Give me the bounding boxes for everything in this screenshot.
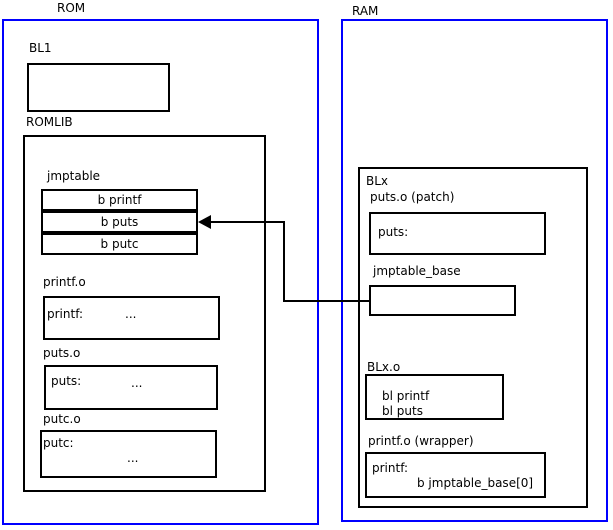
ram-region-label: RAM (352, 4, 379, 18)
jmptable-label: jmptable (47, 169, 101, 183)
puts-o-label: puts.o (43, 346, 81, 360)
jmptable-box: b printf b puts b putc (41, 189, 198, 255)
putc-symbol: putc: (43, 436, 74, 450)
jmptable-entry-puts: b puts (41, 211, 198, 233)
putc-body-ellipsis: ... (127, 451, 139, 465)
puts-patch-label: puts.o (patch) (370, 190, 455, 204)
bl1-label: BL1 (29, 41, 52, 55)
puts-o-box: puts: ... (44, 365, 218, 410)
blx-o-instruction-1: bl printf (382, 389, 430, 403)
printf-o-box: printf: ... (43, 296, 220, 340)
printf-symbol: printf: (47, 307, 84, 321)
printf-wrapper-box: printf: b jmptable_base[0] (365, 452, 546, 498)
puts-body-ellipsis: ... (131, 376, 143, 390)
jmptable-entry-printf: b printf (41, 189, 198, 211)
bl1-box (27, 63, 170, 112)
blx-o-instruction-2: bl puts (382, 404, 423, 418)
blx-o-box: bl printf bl puts (365, 374, 504, 420)
puts-patch-box: puts: (369, 212, 546, 255)
ram-region-frame: BLx puts.o (patch) puts: jmptable_base B… (341, 19, 608, 522)
printf-wrapper-body: b jmptable_base[0] (417, 476, 534, 490)
puts-symbol: puts: (51, 374, 82, 388)
printf-wrapper-symbol: printf: (372, 461, 409, 475)
romlib-box: jmptable b printf b puts b putc printf.o… (23, 135, 266, 492)
jmptable-base-box (369, 285, 516, 316)
putc-o-box: putc: ... (40, 430, 217, 478)
putc-o-label: putc.o (43, 412, 81, 426)
blx-o-label: BLx.o (367, 360, 401, 374)
printf-body-ellipsis: ... (125, 307, 137, 321)
rom-region-label: ROM (57, 1, 86, 15)
jmptable-base-label: jmptable_base (373, 264, 461, 278)
puts-patch-symbol: puts: (378, 225, 409, 239)
printf-o-label: printf.o (43, 275, 86, 289)
jmptable-entry-putc: b putc (41, 233, 198, 255)
blx-box: BLx puts.o (patch) puts: jmptable_base B… (358, 167, 588, 508)
rom-region-frame: BL1 ROMLIB jmptable b printf b puts b pu… (2, 19, 319, 525)
printf-wrapper-label: printf.o (wrapper) (368, 434, 474, 448)
romlib-label: ROMLIB (26, 115, 73, 129)
blx-label: BLx (366, 174, 389, 188)
